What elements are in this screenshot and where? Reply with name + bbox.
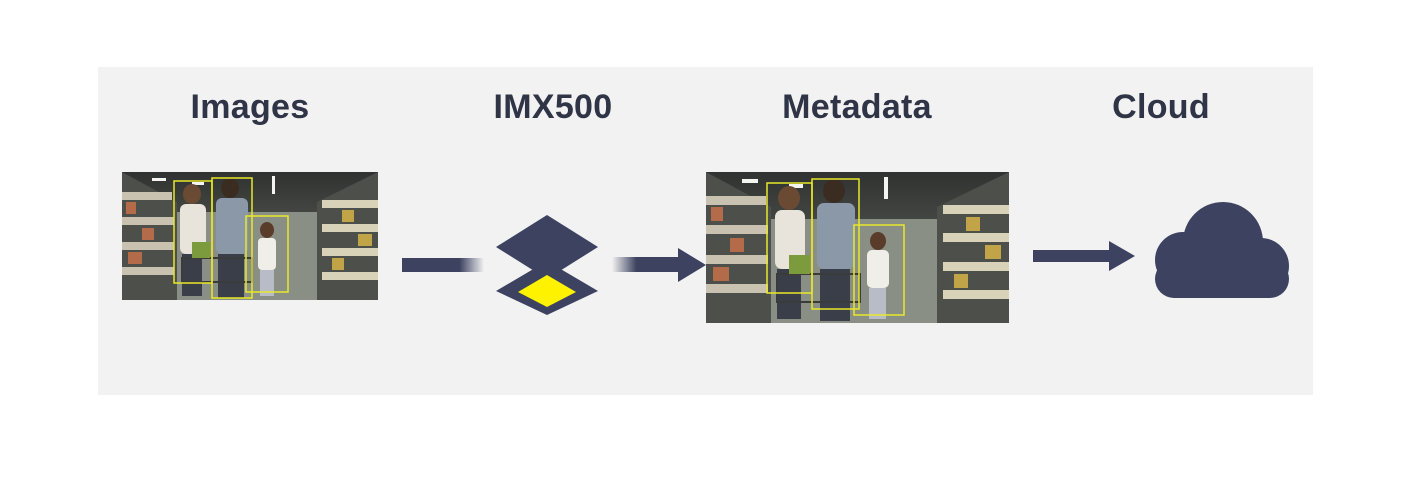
stage-title-imx500: IMX500 bbox=[493, 88, 613, 126]
arrow-right-icon bbox=[402, 258, 484, 272]
metadata-image bbox=[706, 172, 1009, 323]
stage-title-images: Images bbox=[190, 88, 310, 126]
cloud-icon bbox=[1155, 202, 1289, 298]
layered-chip-icon bbox=[496, 215, 598, 315]
arrow-right-icon bbox=[1033, 241, 1135, 271]
stage-title-cloud: Cloud bbox=[1112, 88, 1210, 126]
arrow-right-icon bbox=[612, 248, 706, 282]
stage-title-metadata: Metadata bbox=[782, 88, 932, 126]
input-image bbox=[122, 172, 378, 300]
